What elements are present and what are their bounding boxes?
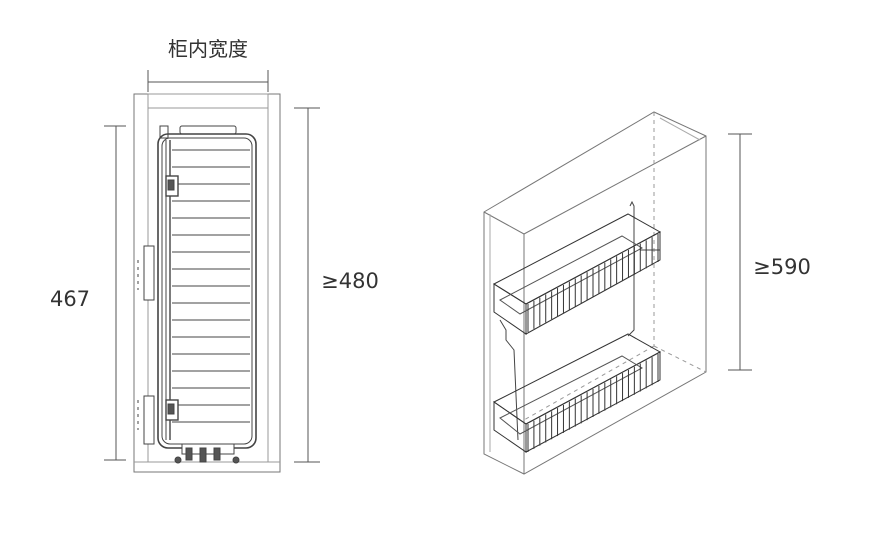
width-dimension [147, 70, 269, 92]
front-view [104, 70, 320, 473]
upper-basket-wires [527, 234, 659, 332]
iso-upper-basket [492, 213, 662, 335]
lower-basket-wires [527, 354, 659, 452]
inner-width-label: 柜内宽度 [168, 37, 248, 61]
height-480-label: ≥480 [321, 269, 379, 293]
height-467-dimension [104, 125, 126, 461]
iso-frame [499, 200, 660, 441]
height-480-dimension [294, 107, 320, 463]
iso-view [483, 111, 752, 475]
iso-lower-basket [493, 333, 662, 453]
front-basket [137, 125, 257, 464]
cabinet-inner-frame [147, 93, 269, 109]
height-590-dimension [728, 133, 752, 371]
height-590-label: ≥590 [753, 255, 811, 279]
basket-slats [172, 149, 250, 423]
height-467-label: 467 [50, 287, 90, 311]
iso-cabinet [483, 111, 707, 475]
cabinet-outer-frame [133, 93, 281, 473]
